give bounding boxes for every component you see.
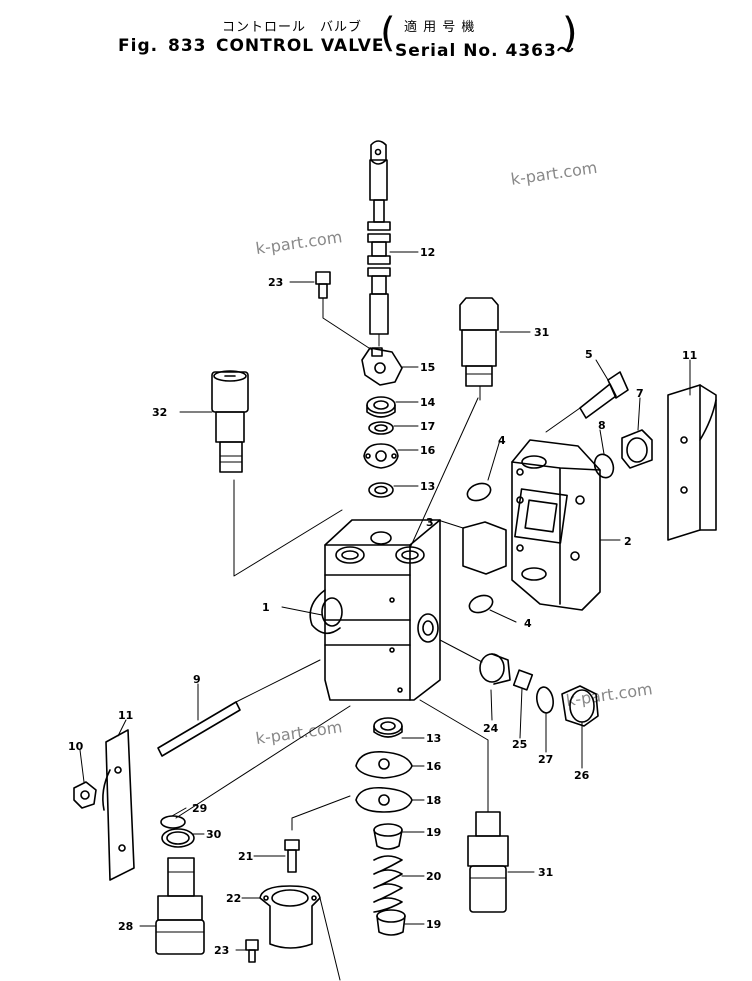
seat-part: [376, 909, 406, 936]
plate-part: [355, 750, 413, 779]
callout-label: 9: [193, 673, 201, 686]
callout-label: 11: [682, 349, 697, 362]
callout-label: 17: [420, 420, 435, 433]
housing-part: [259, 885, 341, 981]
o-ring-part: [536, 686, 554, 714]
spring-part: [373, 855, 403, 913]
watermark: k-part.com: [254, 227, 343, 258]
nut-part: [73, 781, 97, 809]
callout-label: 21: [238, 850, 253, 863]
callout-label: 1: [262, 601, 270, 614]
callout-label: 18: [426, 794, 441, 807]
plate-part: [361, 347, 403, 386]
pin-part: [284, 795, 351, 873]
callout-label: 5: [585, 348, 593, 361]
relief-valve-part: [419, 699, 509, 913]
stud-bolt-part: [157, 659, 321, 757]
callout-label: 19: [426, 918, 441, 931]
spool-part: [367, 140, 391, 347]
backup-ring-part: [161, 828, 195, 848]
seal-part: [373, 717, 403, 738]
title-japanese: コントロール バルブ: [222, 20, 363, 35]
callout-label: 16: [426, 760, 442, 773]
valve-body-part: [309, 519, 441, 701]
callout-label: 20: [426, 870, 442, 883]
callout-label: 30: [206, 828, 222, 841]
bracket-part: [667, 384, 717, 541]
bracket-part: [102, 729, 135, 881]
callout-label: 11: [118, 709, 133, 722]
figure-header: コントロール バルブ 適 用 号 機 Fig. 833 CONTROL VALV…: [0, 0, 752, 70]
callout-label: 25: [512, 738, 527, 751]
callout-label: 28: [118, 920, 133, 933]
callout-label: 2: [624, 535, 632, 548]
cap-screw-part: [245, 939, 259, 963]
watermark: k-part.com: [565, 679, 654, 710]
plate-part: [355, 786, 413, 813]
callout-label: 10: [68, 740, 84, 753]
callout-label: 7: [636, 387, 644, 400]
cover-part: [511, 439, 601, 611]
callout-label: 32: [152, 406, 167, 419]
callout-label: 12: [420, 246, 435, 259]
callout-label: 19: [426, 826, 441, 839]
callout-label: 23: [214, 944, 229, 957]
watermark: k-part.com: [254, 717, 343, 748]
adjust-screw-part: [512, 669, 534, 691]
plate-part: [363, 443, 399, 469]
leader-lines: [79, 251, 691, 951]
callout-label: 4: [498, 434, 506, 447]
figure-label: Fig.: [118, 36, 159, 56]
o-ring-part: [468, 594, 494, 614]
callout-label: 31: [534, 326, 549, 339]
watermark: k-part.com: [510, 158, 599, 189]
ring-part: [368, 421, 394, 435]
close-paren: ): [562, 10, 578, 56]
open-paren: (: [380, 10, 396, 56]
callout-label: 22: [226, 892, 241, 905]
callout-label: 4: [524, 617, 532, 630]
o-ring-part: [160, 705, 351, 829]
figure-number: 833: [168, 36, 207, 56]
callout-label: 23: [268, 276, 283, 289]
callout-label: 15: [420, 361, 435, 374]
cap-screw-part: [315, 271, 373, 351]
callout-label: 8: [598, 419, 606, 432]
o-ring-part: [593, 453, 615, 479]
serial-number: Serial No. 4363～: [395, 41, 575, 61]
callout-label: 31: [538, 866, 553, 879]
callout-label: 14: [420, 396, 436, 409]
seal-part: [366, 396, 396, 418]
serial-japanese: 適 用 号 機: [404, 20, 476, 35]
callout-label: 29: [192, 802, 207, 815]
plug-part: [621, 429, 653, 469]
relief-valve-part: [409, 297, 499, 549]
bolt-part: [545, 371, 629, 433]
callout-label: 27: [538, 753, 553, 766]
callout-label: 16: [420, 444, 436, 457]
fitting-part: [439, 639, 511, 685]
callout-label: 13: [426, 732, 441, 745]
callout-label: 13: [420, 480, 435, 493]
seat-part: [373, 823, 403, 850]
callout-label: 24: [483, 722, 499, 735]
seal-part: [368, 482, 394, 498]
o-ring-part: [466, 482, 492, 502]
callout-label: 3: [426, 516, 434, 529]
relief-valve-part: [155, 857, 205, 955]
relief-valve-part: [211, 370, 343, 577]
gasket-part: [462, 521, 507, 575]
callout-label: 26: [574, 769, 590, 782]
figure-title: CONTROL VALVE: [216, 36, 385, 56]
